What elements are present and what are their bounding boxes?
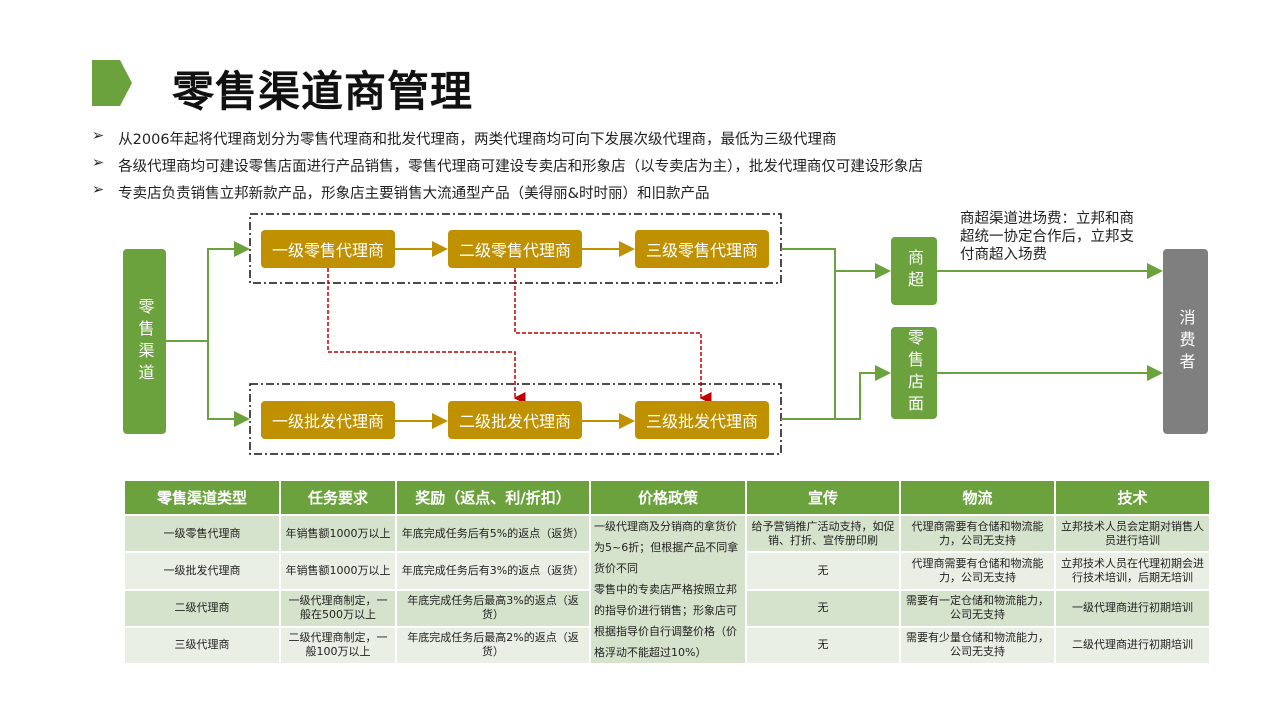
supermarket-fee-note: 商超渠道进场费：立邦和商超统一协定合作后，立邦支付商超入场费 xyxy=(960,211,1134,263)
retail-channel-box: 零售渠道 xyxy=(123,249,166,434)
table-row: 一级批发代理商年销售额1000万以上年底完成任务后有3%的返点（返货）无代理商需… xyxy=(125,553,1209,589)
consumer-box: 消费者 xyxy=(1163,249,1208,434)
arrow-bullet-icon: ➢ xyxy=(92,155,105,171)
wholesale-agent-level-1: 一级批发代理商 xyxy=(261,401,395,439)
wholesale-agent-level-3: 三级批发代理商 xyxy=(635,401,769,439)
bullet-3: ➢专卖店负责销售立邦新款产品，形象店主要销售大流通型产品（美得丽&时时丽）和旧款… xyxy=(92,182,710,202)
wholesale-agent-level-2: 二级批发代理商 xyxy=(448,401,582,439)
channel-table: 零售渠道类型任务要求奖励（返点、利/折扣）价格政策宣传物流技术 一级零售代理商年… xyxy=(123,479,1211,665)
bullet-1: ➢从2006年起将代理商划分为零售代理商和批发代理商，两类代理商均可向下发展次级… xyxy=(92,128,837,148)
arrow-bullet-icon: ➢ xyxy=(92,128,105,144)
retail-agent-level-2: 二级零售代理商 xyxy=(448,230,582,268)
retail-agent-level-1: 一级零售代理商 xyxy=(261,230,395,268)
table-row: 二级代理商一级代理商制定，一般在500万以上年底完成任务后最高3%的返点（返货）… xyxy=(125,590,1209,626)
retail-agent-level-3: 三级零售代理商 xyxy=(635,230,769,268)
table-row: 一级零售代理商年销售额1000万以上年底完成任务后有5%的返点（返货） 一级代理… xyxy=(125,516,1209,663)
table-header: 零售渠道类型任务要求奖励（返点、利/折扣）价格政策宣传物流技术 xyxy=(125,481,1209,514)
supermarket-box: 商超 xyxy=(891,237,937,305)
page-title: 零售渠道商管理 xyxy=(172,67,474,116)
arrow-bullet-icon: ➢ xyxy=(92,182,105,198)
table-row: 三级代理商二级代理商制定，一般100万以上年底完成任务后最高2%的返点（返货）无… xyxy=(125,627,1209,663)
retail-store-box: 零售店面 xyxy=(891,327,937,419)
bullet-2: ➢各级代理商均可建设零售店面进行产品销售，零售代理商可建设专卖店和形象店（以专卖… xyxy=(92,155,923,175)
price-policy-cell: 一级代理商及分销商的拿货价为5~6折；但根据产品不同拿货价不同零售中的专卖店严格… xyxy=(591,516,745,663)
